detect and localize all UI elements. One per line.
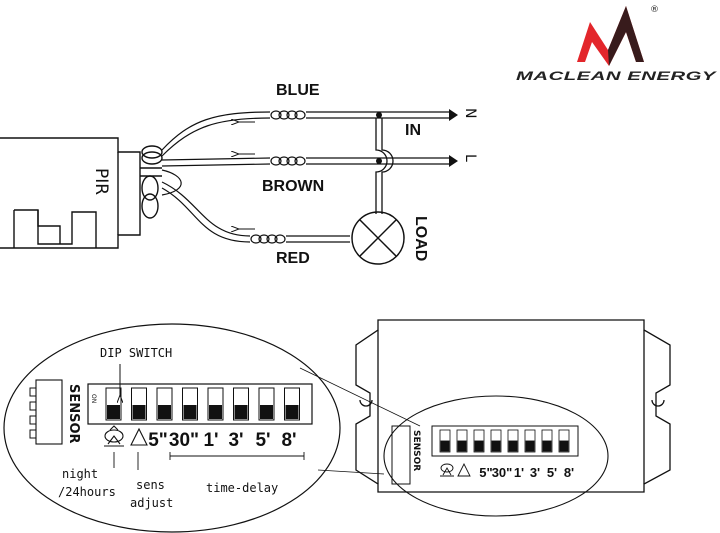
sensor-trimmer: [35, 379, 63, 445]
pir-module: [0, 137, 163, 249]
time-setting-label: 3': [228, 430, 243, 451]
sensor-label-small: SENSOR: [411, 430, 421, 471]
dip-switch-knob: [158, 405, 171, 419]
wire-bundle: [161, 111, 271, 243]
brand-name: MACLEAN ENERGY: [516, 71, 718, 83]
small-dip-knob: [525, 440, 535, 452]
small-switch-icons: 5"30"1' 3' 5' 8': [440, 462, 574, 480]
sensor-trimmer-teeth: [29, 387, 36, 439]
small-time-setting-label: 30": [492, 465, 513, 480]
load-lamp-icon: [351, 211, 405, 265]
live-terminal-label: L: [462, 154, 478, 162]
neutral-terminal-icon: [449, 109, 458, 121]
mounting-slot-icon: [651, 399, 665, 407]
sensor-label: SENSOR: [66, 384, 81, 444]
dip-on-label: ON: [90, 394, 97, 403]
dip-switch-knob: [285, 405, 299, 419]
dip-switch: [87, 383, 313, 425]
direction-arrows: [238, 122, 255, 229]
brand-logo: ® MACLEAN ENERGY: [516, 5, 718, 83]
time-delay-label: time-delay: [206, 481, 278, 495]
housing-detail: SENSOR: [383, 395, 609, 517]
small-night-icon: [440, 463, 454, 477]
dip-switch-knob: [234, 405, 248, 419]
dip-switch-knob: [132, 405, 146, 419]
small-dip-knob: [542, 440, 552, 452]
time-setting-label: 1': [203, 430, 218, 451]
small-dip-bank: [431, 425, 579, 457]
blue-wire-label: BLUE: [276, 82, 320, 99]
sens-label-2: adjust: [130, 496, 173, 510]
pir-label: PIR: [91, 168, 111, 195]
time-setting-labels: 5"30"1' 3' 5' 8': [148, 430, 296, 451]
small-dip-knob: [474, 440, 484, 452]
small-time-setting-label: 1': [514, 465, 524, 480]
neutral-terminal-label: N: [462, 108, 478, 118]
device-housing: [355, 319, 671, 493]
small-time-setting-label: 5': [547, 465, 557, 480]
night-mode-icon: [104, 425, 124, 447]
annotation-leaders: [113, 452, 305, 470]
zoom-detail: SENSOR ON DIP SWITCH 5"30"1' 3' 5' 8' night…: [3, 323, 421, 533]
dip-switch-knob: [107, 405, 120, 419]
dip-switch-bank: [105, 387, 300, 421]
small-time-setting-label: 3': [530, 465, 540, 480]
small-sens-icon: [457, 462, 471, 477]
mounting-slot-icon: [359, 399, 373, 407]
dip-switch-knob: [183, 405, 197, 419]
red-connector: [250, 234, 286, 244]
night-label-1: night: [62, 467, 98, 481]
mains-in-label: IN: [405, 122, 421, 139]
small-dip-switch: [431, 425, 579, 457]
time-setting-label: 8': [281, 430, 296, 451]
night-label-2: /24hours: [58, 485, 116, 499]
registered-mark: ®: [650, 5, 659, 15]
dip-switch-label: DIP SWITCH: [100, 346, 172, 360]
dip-switch-knob: [260, 405, 273, 419]
small-time-setting-label: 8': [564, 465, 574, 480]
small-dip-knob: [440, 440, 450, 452]
small-dip-knob: [508, 440, 518, 452]
load-label: LOAD: [412, 216, 429, 261]
blue-connector: [270, 110, 306, 120]
wire-connectors: [250, 110, 306, 244]
time-setting-label: 5": [148, 430, 168, 451]
small-dip-knob: [457, 440, 467, 452]
junction-dot: [376, 112, 382, 118]
junction-dot: [376, 158, 382, 164]
brown-connector: [270, 156, 306, 166]
brown-wire-label: BROWN: [262, 178, 324, 195]
small-dip-knob: [491, 440, 501, 452]
sens-adjust-icon: [130, 427, 148, 446]
small-dip-knob: [559, 440, 569, 452]
time-setting-label: 5': [255, 430, 270, 451]
dip-switch-knob: [209, 405, 222, 419]
time-setting-label: 30": [169, 430, 199, 451]
live-terminal-icon: [449, 155, 458, 167]
sens-label-1: sens: [136, 478, 165, 492]
small-time-setting-label: 5": [479, 465, 492, 480]
red-wire-label: RED: [276, 250, 310, 267]
